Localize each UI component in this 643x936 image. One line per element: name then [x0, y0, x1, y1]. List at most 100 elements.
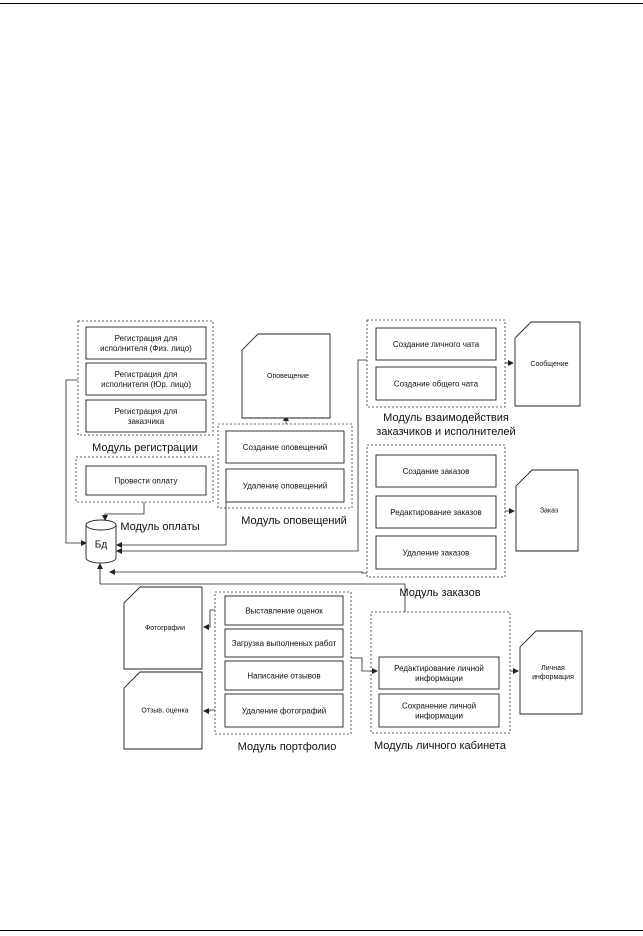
database-cylinder: Бд [85, 519, 117, 564]
function-label: Редактирование заказов [390, 508, 482, 517]
function-box [225, 430, 345, 464]
connector-lines [65, 359, 519, 714]
connector-line [116, 359, 367, 554]
document-shape [123, 586, 203, 670]
function-label: Создание личного чата [393, 340, 480, 349]
function-box [378, 693, 500, 728]
module-frame [77, 320, 214, 436]
document-label: Сообщение [530, 360, 568, 368]
connector-line [97, 563, 406, 612]
document-message: Сообщение [514, 321, 581, 407]
module-caption: Модуль взаимодействия [383, 412, 509, 424]
function-box [375, 327, 497, 361]
module-caption: Модуль регистрации [92, 442, 198, 454]
module-caption: Модуль личного кабинета [374, 740, 507, 752]
top-rule [0, 3, 643, 4]
function-label: Провести оплату [114, 477, 177, 486]
document-order: Заказ [515, 469, 579, 552]
function-label: Регистрация для [115, 334, 178, 343]
function-box [85, 362, 207, 396]
function-label: Удаление фотографий [242, 707, 326, 716]
connector-line [203, 609, 215, 630]
function-box [85, 399, 207, 433]
document-shape [241, 333, 331, 419]
function-label: Создание заказов [403, 467, 470, 476]
document-shape [123, 671, 203, 750]
document-label: информация [532, 674, 574, 681]
document-shape [519, 630, 583, 715]
database-top [85, 519, 117, 531]
function-box [375, 454, 497, 488]
document-label: Отзыв, оценка [141, 707, 188, 714]
document-label: Личная [541, 665, 565, 672]
function-label: информации [415, 712, 463, 721]
function-label: Сохранение личной [402, 702, 476, 711]
module-frame [366, 319, 506, 408]
module-caption: заказчиков и исполнителей [376, 426, 515, 438]
function-label: Создание общего чата [394, 380, 479, 389]
document-notification: Оповещение [241, 333, 331, 419]
connector-line [117, 571, 367, 574]
module-frame [370, 611, 511, 734]
module-caption: Модуль оповещений [241, 515, 346, 527]
document-label: Заказ [540, 507, 558, 514]
module-frame [217, 423, 353, 509]
function-label: Создание оповещений [243, 443, 327, 452]
function-box [85, 326, 207, 360]
document-label: Фотографии [145, 625, 185, 632]
document-personal-info: Личная информация [519, 630, 583, 715]
module-cabinet: Редактирование личнойинформацииСохранени… [370, 611, 511, 752]
document-review: Отзыв, оценка [123, 671, 203, 750]
function-box [224, 660, 344, 691]
connector-line [203, 708, 215, 714]
document-photos: Фотографии [123, 586, 203, 670]
document-shape [514, 321, 581, 407]
function-label: Написание отзывов [247, 672, 320, 681]
function-label: Загрузка выполненых работ [232, 639, 337, 648]
module-caption: Модуль заказов [399, 587, 480, 599]
connector-line [102, 502, 145, 521]
function-box [375, 495, 497, 529]
module-caption: Модуль портфолио [238, 741, 337, 753]
function-label: Удаление заказов [403, 549, 470, 558]
bottom-rule [0, 930, 643, 931]
connector-line [351, 657, 378, 674]
function-box [224, 693, 344, 728]
document-label: Оповещение [267, 373, 309, 380]
function-label: Регистрация для [115, 407, 178, 416]
function-label: исполнителя (Физ. лицо) [100, 344, 192, 353]
function-box [225, 468, 345, 503]
function-label: Редактирование личной [394, 664, 484, 673]
module-frame [366, 444, 506, 578]
function-box [378, 656, 500, 690]
module-frame [75, 456, 214, 503]
function-label: информации [415, 674, 463, 683]
document-shape [515, 469, 579, 552]
function-label: Выставление оценок [245, 607, 323, 616]
function-label: Регистрация для [115, 370, 178, 379]
function-box [375, 535, 497, 570]
function-box [224, 628, 344, 658]
function-box [85, 465, 207, 496]
connector-line [65, 379, 87, 546]
document-shapes: Оповещение СообщениеЗаказФотографииОтзыв,… [123, 321, 583, 750]
function-label: заказчика [128, 417, 165, 426]
function-label: исполнителя (Юр. лицо) [101, 380, 191, 389]
module-frame [214, 591, 352, 735]
module-caption: Модуль оплаты [120, 521, 199, 533]
connector-line [116, 486, 227, 548]
database-group: Бд [85, 519, 117, 564]
database-body [85, 525, 117, 564]
function-box [375, 366, 497, 401]
database-label: Бд [95, 540, 108, 551]
function-box [224, 595, 344, 626]
